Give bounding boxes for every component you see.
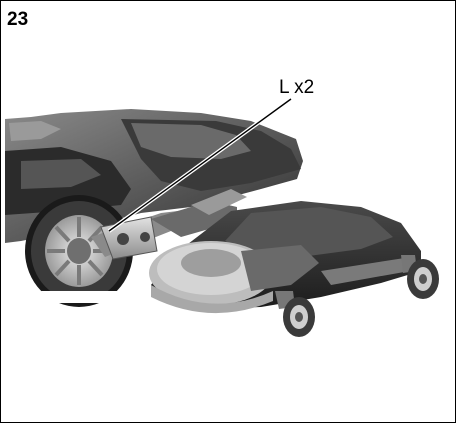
leader-line (108, 98, 292, 232)
front-caster-wheels (275, 255, 439, 337)
rear-wheel (25, 195, 133, 307)
figure-number: 23 (7, 9, 29, 30)
callout-label: L x2 (279, 77, 315, 98)
mower-deck (149, 201, 421, 314)
